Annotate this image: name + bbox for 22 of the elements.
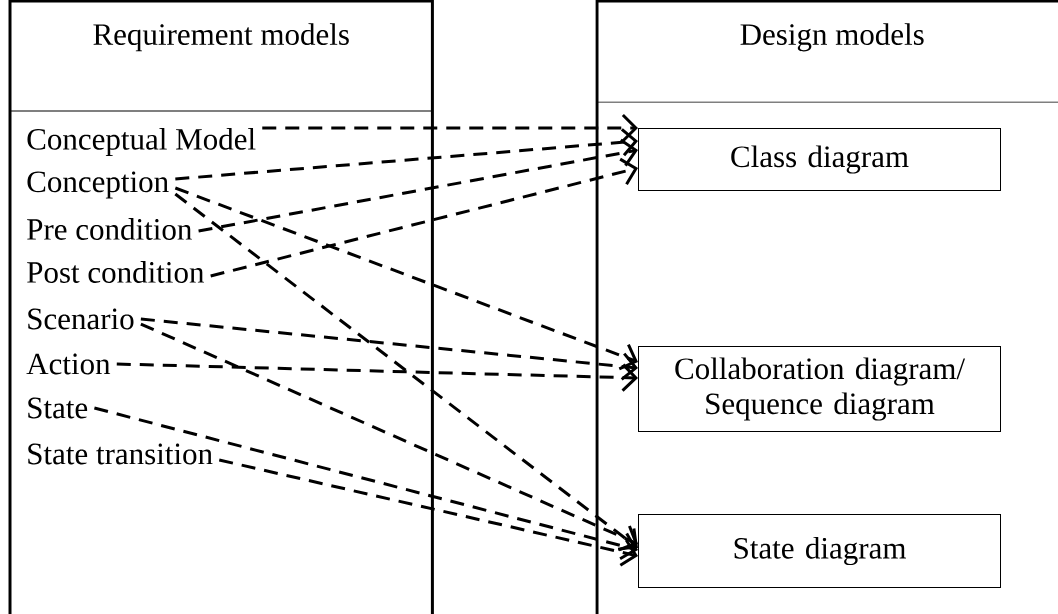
item-label: State	[28, 397, 88, 419]
arrow	[140, 322, 638, 552]
diagram-box: Class diagram	[638, 128, 1001, 191]
item-label: Conception	[27, 171, 169, 199]
item-label: Conceptual Model	[27, 127, 256, 157]
arrow	[140, 317, 638, 381]
arrow	[210, 157, 638, 278]
arrow	[174, 192, 638, 551]
arrow	[94, 406, 638, 561]
diagram-box: State diagram	[638, 514, 1001, 588]
arrow	[198, 138, 638, 233]
arrow	[175, 128, 638, 181]
item-label: Pre condition	[27, 218, 192, 240]
item-label: State transition	[28, 443, 213, 465]
arrow	[218, 458, 638, 567]
item-label: Post condition	[27, 261, 204, 283]
arrow	[262, 113, 638, 143]
diagram-box: Collaboration diagram/ Sequence diagram	[638, 346, 1001, 432]
item-label: Action	[26, 353, 111, 375]
arrow	[116, 362, 638, 392]
item-label: Scenario	[28, 308, 134, 330]
arrow	[174, 186, 638, 371]
